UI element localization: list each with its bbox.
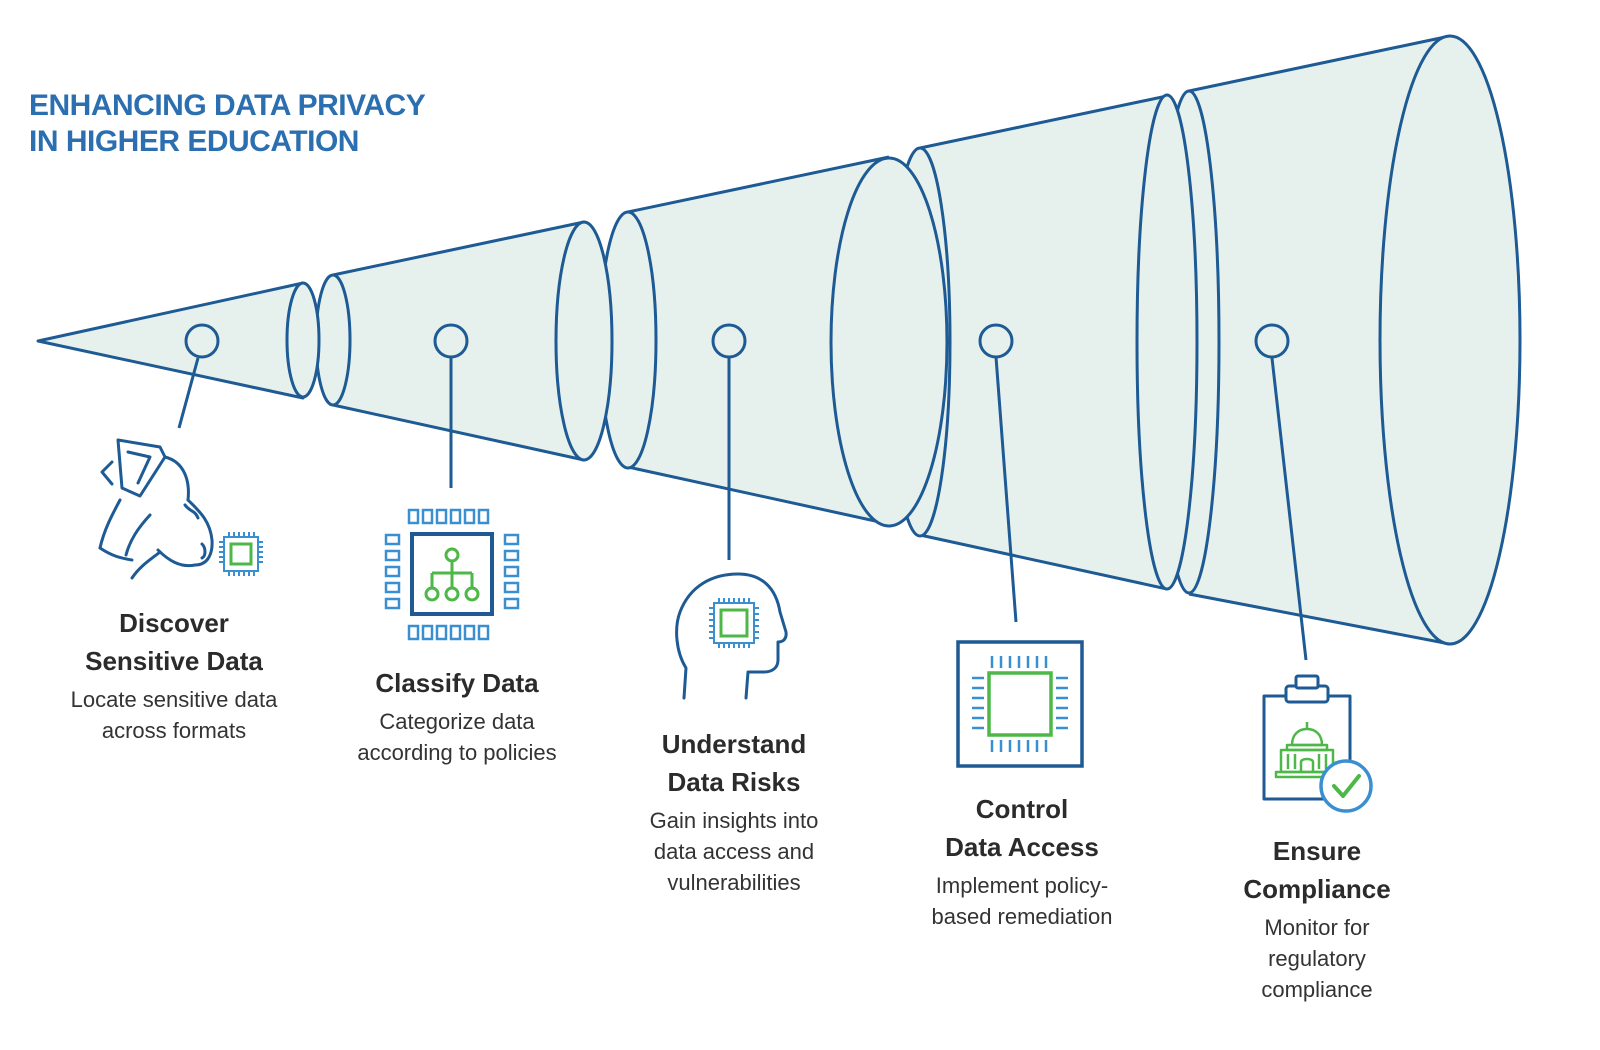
diagram-title: ENHANCING DATA PRIVACY IN HIGHER EDUCATI… bbox=[29, 88, 426, 160]
step-description-line: data access and bbox=[653, 839, 815, 864]
connector-4 bbox=[994, 356, 1018, 623]
step-description: Categorize data according to policies bbox=[317, 706, 597, 768]
step-title: Control Data Access bbox=[902, 790, 1142, 866]
title-line-1: ENHANCING DATA PRIVACY bbox=[29, 89, 426, 122]
step-description-line: across formats bbox=[101, 718, 247, 743]
connector-5 bbox=[1270, 357, 1308, 661]
clipboard-capitol-check-icon bbox=[1262, 674, 1373, 813]
node-dot-2 bbox=[433, 323, 469, 359]
step-description: Locate sensitive data across formats bbox=[37, 684, 311, 746]
step-title-line: Classify Data bbox=[375, 668, 539, 698]
step-title-line: Sensitive Data bbox=[85, 646, 263, 676]
connector-1 bbox=[177, 357, 200, 429]
node-dot-1 bbox=[184, 323, 220, 359]
step-control: Control Data Access Implement policy- ba… bbox=[902, 790, 1142, 932]
step-title: Classify Data bbox=[317, 664, 597, 702]
title-line-2: IN HIGHER EDUCATION bbox=[29, 125, 359, 158]
step-title-line: Data Risks bbox=[667, 767, 801, 797]
node-dot-3 bbox=[711, 323, 747, 359]
step-description: Monitor for regulatory compliance bbox=[1212, 912, 1422, 1005]
step-description-line: regulatory bbox=[1268, 946, 1366, 971]
step-title: Ensure Compliance bbox=[1212, 832, 1422, 908]
step-description-line: compliance bbox=[1261, 977, 1373, 1002]
step-description-line: vulnerabilities bbox=[667, 870, 801, 895]
step-title-line: Control bbox=[975, 794, 1069, 824]
step-description: Gain insights into data access and vulne… bbox=[614, 805, 854, 898]
step-understand: Understand Data Risks Gain insights into… bbox=[614, 725, 854, 898]
funnel-segment-3 bbox=[598, 155, 949, 528]
step-compliance: Ensure Compliance Monitor for regulatory… bbox=[1212, 832, 1422, 1005]
step-description-line: based remediation bbox=[931, 904, 1113, 929]
step-title-line: Compliance bbox=[1243, 874, 1391, 904]
step-title-line: Data Access bbox=[945, 832, 1099, 862]
funnel-segment-5 bbox=[1157, 34, 1522, 646]
step-discover: Discover Sensitive Data Locate sensitive… bbox=[37, 604, 311, 746]
node-dot-4 bbox=[978, 323, 1014, 359]
step-description-line: Categorize data bbox=[379, 709, 535, 734]
step-title-line: Understand bbox=[661, 729, 807, 759]
step-title: Discover Sensitive Data bbox=[37, 604, 311, 680]
node-dot-5 bbox=[1254, 323, 1290, 359]
step-description-line: Locate sensitive data bbox=[70, 687, 278, 712]
dog-with-chip-icon bbox=[98, 438, 263, 580]
step-description-line: Gain insights into bbox=[649, 808, 819, 833]
head-with-chip-icon bbox=[675, 572, 788, 700]
step-title-line: Discover bbox=[119, 608, 229, 638]
step-title-line: Ensure bbox=[1272, 836, 1362, 866]
funnel-segment-1 bbox=[36, 281, 321, 400]
step-description-line: Monitor for bbox=[1264, 915, 1370, 940]
chip-hierarchy-icon bbox=[384, 508, 520, 641]
step-classify: Classify Data Categorize data according … bbox=[317, 664, 597, 768]
step-title: Understand Data Risks bbox=[614, 725, 854, 801]
processor-chip-icon bbox=[956, 640, 1084, 768]
step-description-line: Implement policy- bbox=[935, 873, 1109, 898]
step-description-line: according to policies bbox=[357, 740, 557, 765]
step-description: Implement policy- based remediation bbox=[902, 870, 1142, 932]
